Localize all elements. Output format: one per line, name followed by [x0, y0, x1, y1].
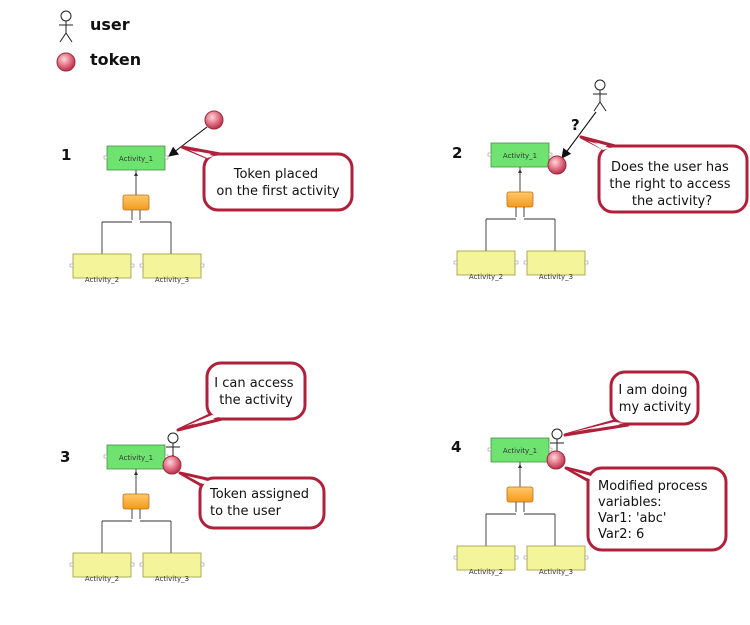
token-icon — [56, 52, 76, 72]
svg-text:Modified process varia: Modified process variables: Var1: 'abc' … — [598, 479, 712, 542]
activity-3-label: Activity_3 — [539, 273, 573, 281]
svg-text:Does the user has the: Does the user has the right to access th… — [609, 160, 734, 209]
token-icon — [204, 110, 224, 130]
workflow-model: Activity_1 Activity_2 Activity_3 — [453, 142, 589, 281]
arrow-to-activity — [168, 126, 208, 157]
step-number: 4 — [451, 438, 461, 456]
speech-bubble-user: I can access the activity — [176, 361, 307, 432]
panel-1: 1 Activity_1 Activity_2 Activity_3 Token… — [61, 110, 354, 284]
arrow-to-token — [561, 111, 597, 159]
activity-1-label: Activity_1 — [503, 152, 537, 160]
activity-1-label: Activity_1 — [119, 155, 153, 163]
bubble-line: variables: — [598, 495, 662, 510]
bubble-line: Var2: 6 — [598, 527, 644, 542]
workflow-model: Activity_1 Activity_2 Activity_3 — [453, 437, 589, 576]
activity-1-label: Activity_1 — [119, 454, 153, 462]
svg-text:Token assigned to the: Token assigned to the user — [209, 487, 313, 519]
bubble-line: the activity? — [632, 194, 712, 209]
bubble-line: my activity — [619, 400, 692, 415]
speech-bubble-variables: Modified process variables: Var1: 'abc' … — [564, 466, 728, 552]
token-icon — [547, 155, 567, 175]
activity-3-label: Activity_3 — [155, 276, 189, 284]
legend-user-label: user — [90, 15, 130, 34]
step-number: 3 — [60, 448, 70, 466]
svg-text:I am doing my activity: I am doing my activity — [618, 383, 691, 415]
workflow-model: Activity_1 Activity_2 Activity_3 — [69, 444, 205, 583]
legend-token-label: token — [90, 50, 141, 69]
svg-text:I can access the activ: I can access the activity — [214, 376, 297, 408]
speech-bubble: Does the user has the right to access th… — [579, 135, 749, 214]
question-mark: ? — [571, 116, 580, 134]
user-icon — [592, 79, 608, 112]
bubble-line: Var1: 'abc' — [598, 511, 667, 526]
speech-bubble: Token placed on the first activity — [180, 145, 354, 212]
bubble-line: to the user — [210, 504, 282, 519]
step-number: 1 — [61, 146, 71, 164]
workflow-model: Activity_1 Activity_2 Activity_3 — [69, 145, 205, 284]
activity-3-label: Activity_3 — [539, 568, 573, 576]
bubble-line: Token assigned — [209, 487, 309, 502]
token-icon — [162, 455, 182, 475]
bubble-line: on the first activity — [216, 184, 340, 199]
speech-bubble-token: Token assigned to the user — [178, 471, 326, 530]
bubble-line: the right to access — [609, 177, 730, 192]
bubble-line: the activity — [219, 393, 293, 408]
bubble-line: I am doing — [618, 383, 687, 398]
token-icon — [546, 450, 566, 470]
bubble-line: Does the user has — [611, 160, 729, 175]
activity-2-label: Activity_2 — [469, 273, 503, 281]
panel-3: 3 Activity_1 Activity_2 Activity_3 I can… — [60, 361, 326, 583]
bubble-line: I can access — [214, 376, 293, 391]
activity-2-label: Activity_2 — [85, 575, 119, 583]
step-number: 2 — [452, 144, 462, 162]
bubble-line: Modified process — [598, 479, 708, 494]
svg-text:Token placed on the fi: Token placed on the first activity — [216, 167, 340, 199]
panel-4: 4 Activity_1 Activity_2 Activity_3 I am … — [451, 370, 728, 576]
activity-1-label: Activity_1 — [503, 447, 537, 455]
panel-2: 2 Activity_1 Activity_2 Activity_3 ? Doe… — [452, 79, 749, 281]
legend: user token — [56, 10, 141, 72]
activity-3-label: Activity_3 — [155, 575, 189, 583]
user-icon — [58, 10, 74, 43]
activity-2-label: Activity_2 — [85, 276, 119, 284]
speech-bubble-user: I am doing my activity — [563, 370, 700, 437]
bubble-line: Token placed — [233, 167, 318, 182]
activity-2-label: Activity_2 — [469, 568, 503, 576]
